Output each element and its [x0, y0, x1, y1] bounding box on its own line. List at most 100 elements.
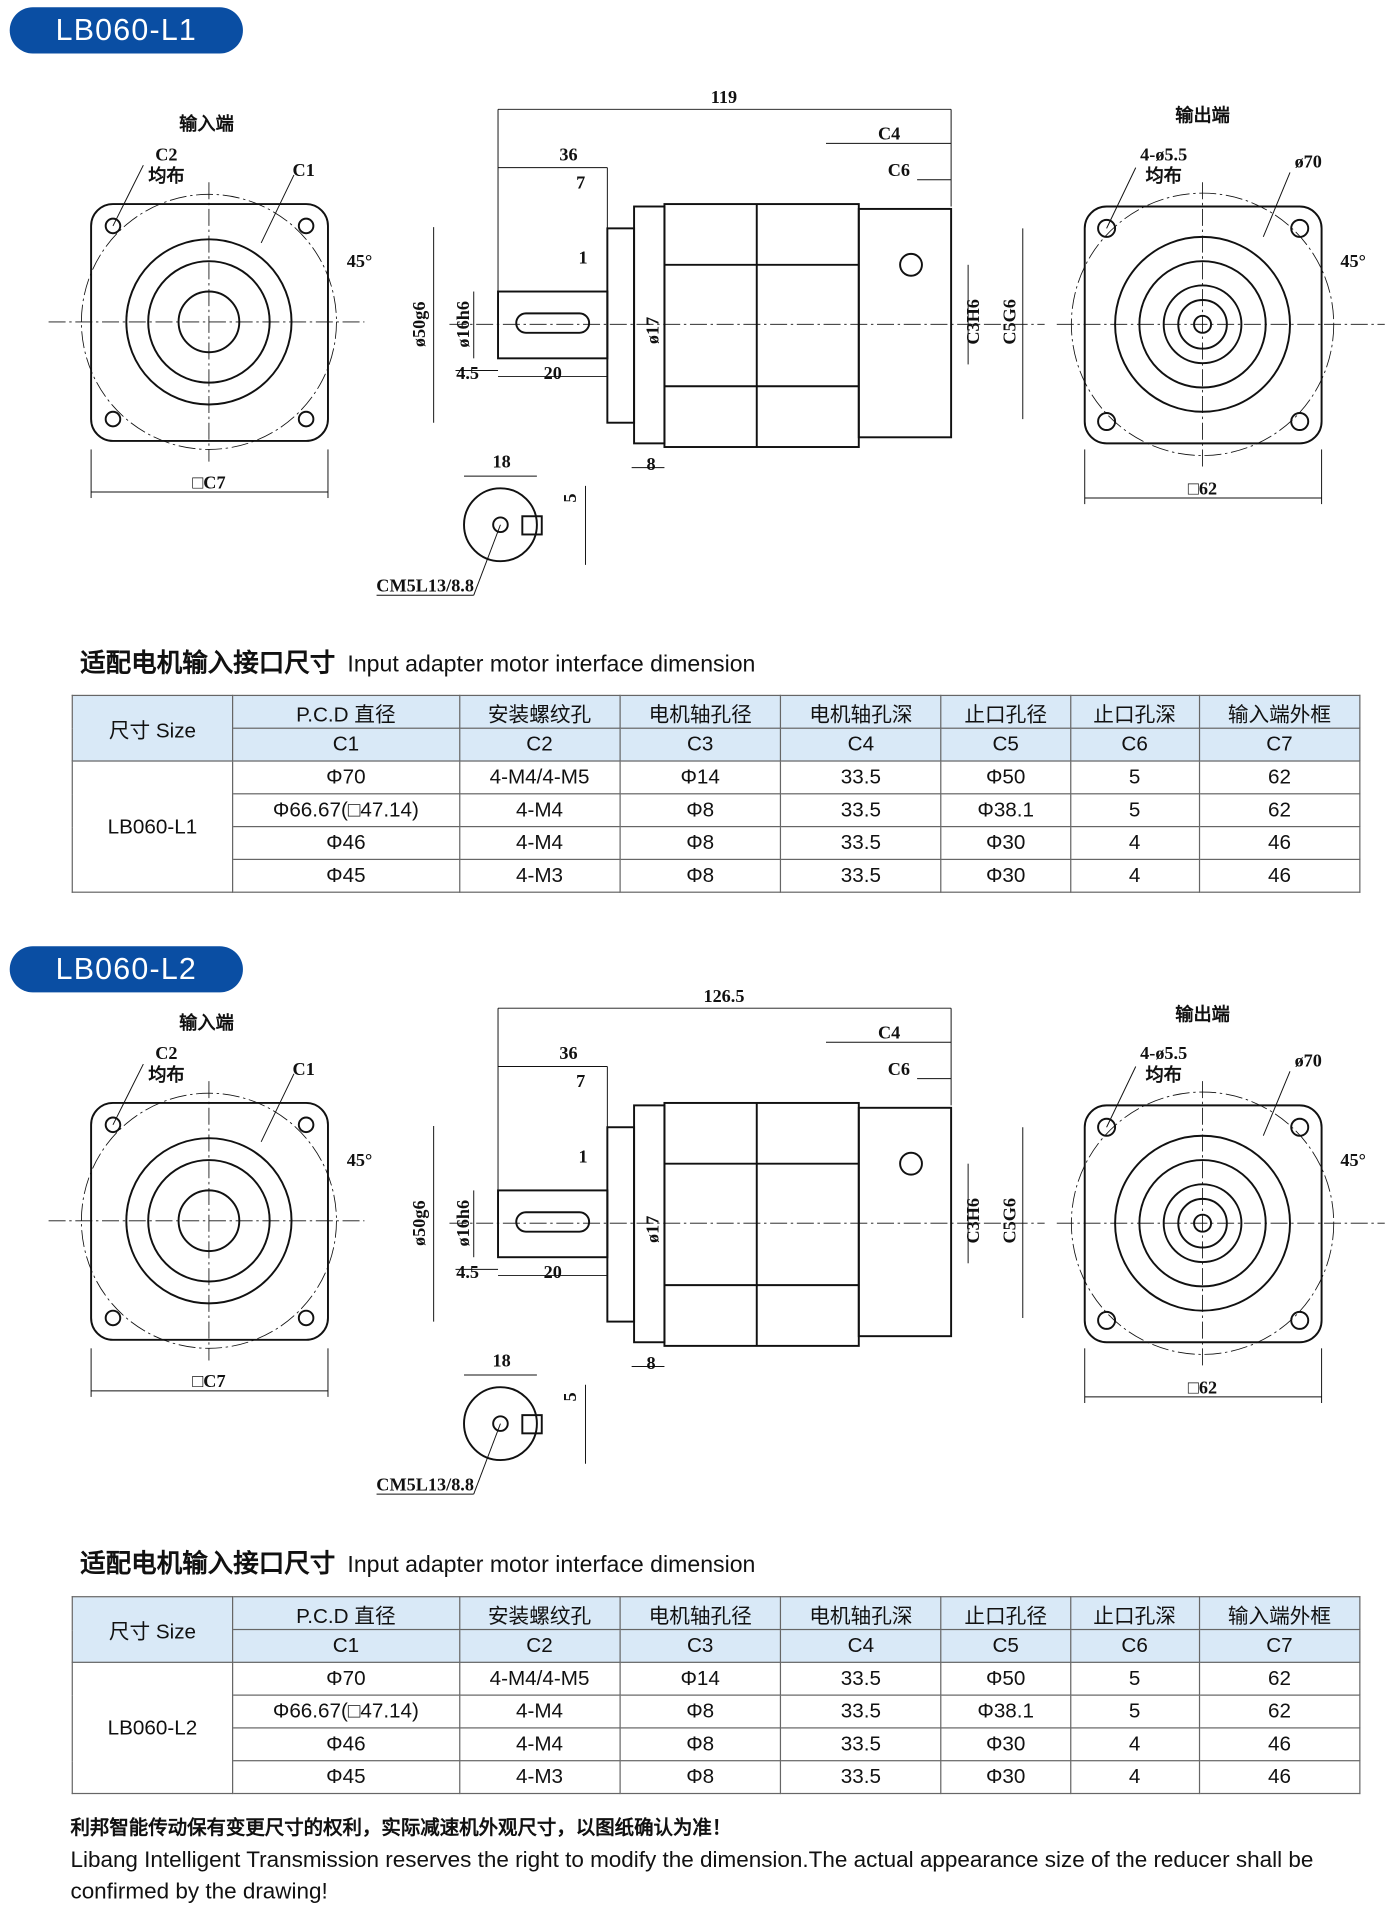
- label-thread: CM5L13/8.8: [376, 1474, 474, 1494]
- table-cell: Φ30: [940, 825, 1071, 861]
- table-cell: 46: [1198, 1727, 1361, 1762]
- table-cell: 4-M4/4-M5: [458, 760, 621, 795]
- table-cell: 33.5: [779, 1661, 942, 1696]
- column-code: C1: [232, 1628, 460, 1663]
- column-header: P.C.D 直径: [232, 1596, 460, 1631]
- column-code: C4: [779, 1628, 942, 1663]
- dim-c4: C4: [878, 1023, 900, 1043]
- dim-18: 18: [493, 452, 511, 472]
- label-holes: 4-ø5.5: [1140, 1043, 1187, 1063]
- dim-7: 7: [576, 1071, 585, 1091]
- title-cn: 适配电机输入接口尺寸: [80, 1548, 336, 1578]
- table-cell: 4-M4: [458, 825, 621, 861]
- dim-phi16: ø16h6: [453, 301, 473, 348]
- label-c2: C2: [155, 144, 177, 164]
- dim-phi17: ø17: [642, 1216, 662, 1243]
- dim-36: 36: [559, 1043, 577, 1063]
- output-flange-view: [1056, 167, 1385, 505]
- title-en: Input adapter motor interface dimension: [347, 1552, 756, 1578]
- table-cell: 33.5: [779, 1727, 942, 1762]
- model-badge-l2: LB060-L2: [9, 946, 243, 993]
- table-cell: Φ38.1: [940, 1694, 1071, 1729]
- column-code: C5: [940, 1628, 1071, 1663]
- column-code: C6: [1069, 1628, 1200, 1663]
- column-header: 安装螺纹孔: [458, 694, 621, 729]
- label-c2: C2: [155, 1043, 177, 1063]
- column-code: C7: [1198, 727, 1361, 762]
- table-cell: 4: [1069, 1760, 1200, 1795]
- label-square62: □62: [1188, 1377, 1217, 1397]
- label-uniform: 均布: [148, 165, 184, 186]
- table-cell: Φ8: [619, 1727, 782, 1762]
- table-cell: 4: [1069, 858, 1200, 893]
- dim-c3h6: C3H6: [963, 299, 983, 345]
- table-cell: 62: [1198, 793, 1361, 828]
- label-c1: C1: [293, 1059, 315, 1079]
- size-header: 尺寸 Size: [71, 694, 234, 762]
- table-cell: 33.5: [779, 760, 942, 795]
- table-cell: 33.5: [779, 1694, 942, 1729]
- disclaimer-cn: 利邦智能传动保有变更尺寸的权利，实际减速机外观尺寸，以图纸确认为准！: [70, 1815, 732, 1840]
- table-cell: 46: [1198, 825, 1361, 861]
- table-cell: 4-M4: [458, 1694, 621, 1729]
- table-cell: 4-M4/4-M5: [458, 1661, 621, 1696]
- dim-7: 7: [576, 172, 585, 192]
- label-square-c7: □C7: [192, 472, 225, 492]
- dim-18: 18: [493, 1351, 511, 1371]
- label-square-c7: □C7: [192, 1371, 225, 1391]
- dim-1: 1: [579, 248, 588, 268]
- dim-4-5: 4.5: [456, 1262, 479, 1282]
- table-cell: Φ8: [619, 1760, 782, 1795]
- column-code: C5: [940, 727, 1071, 762]
- label-uniform-out: 均布: [1145, 1064, 1181, 1085]
- table-cell: 46: [1198, 1760, 1361, 1795]
- label-angle: 45°: [347, 1150, 373, 1170]
- dim-c5g6: C5G6: [999, 1198, 1019, 1244]
- table-cell: Φ46: [232, 825, 460, 861]
- dim-c6: C6: [888, 160, 910, 180]
- table-cell: Φ8: [619, 858, 782, 893]
- label-angle-out: 45°: [1340, 1150, 1366, 1170]
- table-cell: Φ66.67(□47.14): [232, 793, 460, 828]
- column-header: 止口孔深: [1069, 694, 1200, 729]
- table-cell: 62: [1198, 1661, 1361, 1696]
- column-header: 安装螺纹孔: [458, 1596, 621, 1631]
- table-cell: 4-M3: [458, 1760, 621, 1795]
- column-code: C1: [232, 727, 460, 762]
- label-angle: 45°: [347, 251, 373, 271]
- table-cell: 62: [1198, 760, 1361, 795]
- label-input-end: 输入端: [179, 113, 234, 134]
- table-cell: Φ45: [232, 1760, 460, 1795]
- dim-phi17: ø17: [642, 317, 662, 344]
- label-angle-out: 45°: [1340, 251, 1366, 271]
- table-cell: Φ46: [232, 1727, 460, 1762]
- label-phi70: ø70: [1295, 152, 1322, 172]
- title-cn: 适配电机输入接口尺寸: [80, 648, 336, 678]
- table-cell: Φ30: [940, 1760, 1071, 1795]
- table-cell: Φ30: [940, 1727, 1071, 1762]
- table-cell: 33.5: [779, 858, 942, 893]
- dim-c4: C4: [878, 124, 900, 144]
- dim-20: 20: [544, 1262, 562, 1282]
- dim-5: 5: [560, 1392, 580, 1401]
- dim-8: 8: [647, 1353, 656, 1373]
- table-cell: 33.5: [779, 1760, 942, 1795]
- table-cell: 33.5: [779, 825, 942, 861]
- column-header: 止口孔深: [1069, 1596, 1200, 1631]
- column-code: C2: [458, 727, 621, 762]
- column-code: C2: [458, 1628, 621, 1663]
- dim-phi50: ø50g6: [409, 1200, 429, 1246]
